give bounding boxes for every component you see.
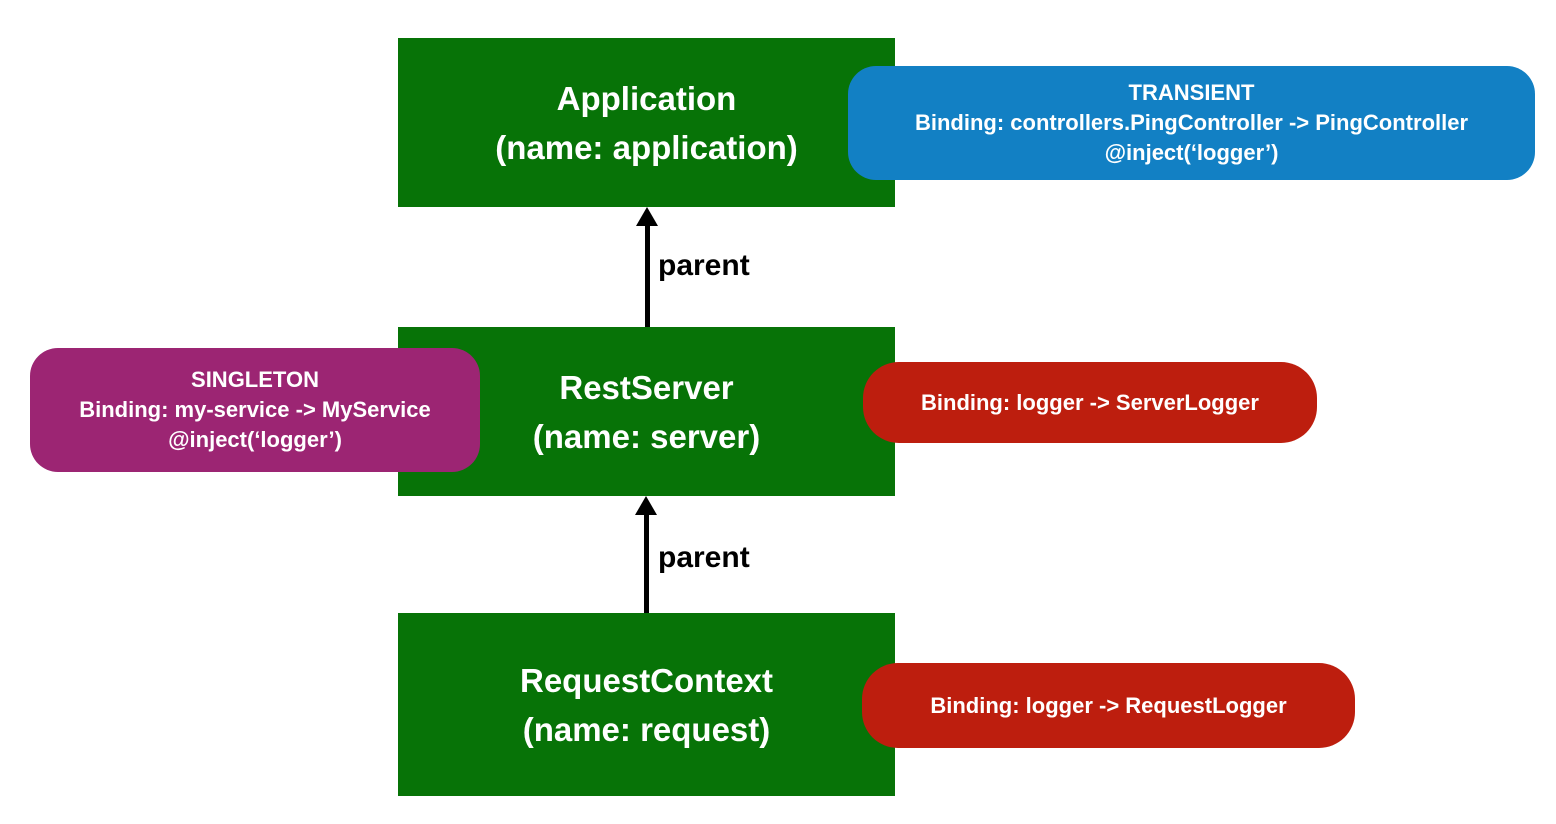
inject-text: @inject(‘logger’) bbox=[1104, 140, 1279, 165]
context-subtitle: (name: server) bbox=[532, 417, 761, 455]
parent-arrow-request-to-server bbox=[633, 496, 659, 614]
context-subtitle: (name: application) bbox=[495, 128, 798, 166]
arrow-line bbox=[643, 513, 649, 614]
context-box-server: RestServer (name: server) bbox=[398, 327, 895, 496]
context-subtitle: (name: request) bbox=[522, 710, 771, 748]
scope-label: TRANSIENT bbox=[1128, 80, 1255, 105]
binding-note-singleton: SINGLETON Binding: my-service -> MyServi… bbox=[30, 348, 480, 472]
scope-label: SINGLETON bbox=[191, 367, 319, 392]
context-title: Application bbox=[556, 79, 737, 117]
binding-note-transient: TRANSIENT Binding: controllers.PingContr… bbox=[848, 66, 1535, 180]
context-title: RestServer bbox=[559, 368, 734, 406]
binding-note-request-logger: Binding: logger -> RequestLogger bbox=[862, 663, 1355, 748]
parent-arrow-server-to-application bbox=[634, 207, 660, 328]
arrow-line bbox=[644, 224, 650, 328]
arrowhead-up-icon bbox=[635, 496, 657, 515]
inject-text: @inject(‘logger’) bbox=[168, 427, 342, 452]
binding-note-server-logger: Binding: logger -> ServerLogger bbox=[863, 362, 1317, 443]
context-title: RequestContext bbox=[519, 661, 774, 699]
binding-text: Binding: logger -> ServerLogger bbox=[921, 389, 1259, 415]
binding-text: Binding: controllers.PingController -> P… bbox=[914, 110, 1469, 135]
context-box-application: Application (name: application) bbox=[398, 38, 895, 207]
context-box-request: RequestContext (name: request) bbox=[398, 613, 895, 796]
binding-text: Binding: logger -> RequestLogger bbox=[930, 692, 1287, 718]
parent-edge-label: parent bbox=[658, 249, 750, 282]
parent-edge-label: parent bbox=[658, 541, 750, 574]
arrowhead-up-icon bbox=[636, 207, 658, 226]
binding-text: Binding: my-service -> MyService bbox=[79, 397, 431, 422]
